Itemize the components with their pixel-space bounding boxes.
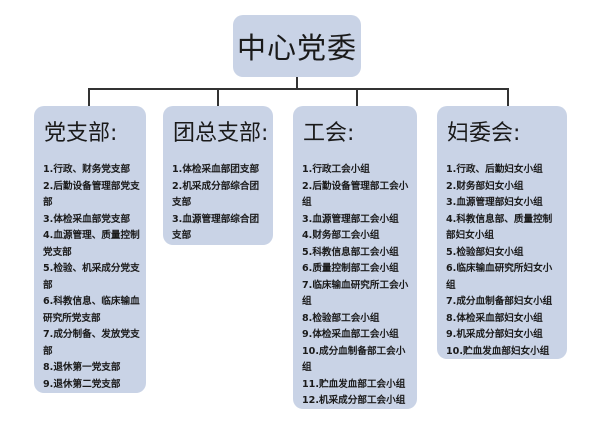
root-node: 中心党委 [233, 15, 361, 77]
list-item: 10.贮血发血部妇女小组 [446, 345, 550, 357]
branch-union: 工会: 1.行政工会小组 2.后勤设备管理部工会小组 3.血源管理部工会小组 4… [293, 106, 417, 409]
stem-women [507, 88, 509, 108]
stem-party [88, 88, 90, 108]
list-item: 1.行政、后勤妇女小组 [446, 164, 543, 175]
list-item: 8.退休第一党支部 [43, 362, 121, 373]
branch-title: 妇委会: [447, 121, 521, 146]
list-item: 6.质量控制部工会小组 [302, 263, 399, 274]
stem-youth [217, 88, 219, 108]
list-item: 2.财务部妇女小组 [446, 180, 524, 192]
branch-women-committee: 妇委会: 1.行政、后勤妇女小组 2.财务部妇女小组 3.血源管理部妇女小组 4… [437, 106, 567, 359]
branch-title: 党支部: [44, 121, 118, 146]
list-item: 9.退休第二党支部 [43, 378, 121, 390]
branch-title: 工会: [303, 121, 355, 146]
list-item: 8.体检采血部妇女小组 [446, 312, 543, 324]
item-list: 1.体检采血部团支部 2.机采成分部综合团支部 3.血源管理部综合团支部 [172, 162, 267, 245]
list-item: 4.科教信息部、质量控制部妇女小组 [446, 213, 553, 242]
list-item: 2.后勤设备管理部党支部 [43, 180, 140, 209]
list-item: 9.机采成分部妇女小组 [446, 329, 543, 340]
list-item: 7.成分血制备部妇女小组 [446, 296, 553, 307]
list-item: 7.成分制备、发放党支部 [43, 329, 140, 357]
root-label: 中心党委 [236, 31, 357, 65]
list-item: 3.血源管理部妇女小组 [446, 197, 543, 208]
list-item: 7.临床输血研究所工会小组 [302, 279, 409, 308]
list-item: 1.行政工会小组 [302, 164, 370, 175]
list-item: 1.行政、财务党支部 [43, 164, 131, 175]
list-item: 2.后勤设备管理部工会小组 [302, 180, 409, 209]
list-item: 6.科教信息、临床输血研究所党支部 [43, 296, 140, 324]
stem-union [356, 88, 358, 108]
list-item: 9.体检采血部工会小组 [302, 329, 399, 340]
horizontal-bus [88, 88, 508, 90]
list-item: 11.贮血发血部工会小组 [302, 378, 406, 390]
list-item: 2.机采成分部综合团支部 [172, 180, 260, 209]
list-item: 3.血源管理部工会小组 [302, 213, 399, 225]
branch-youth-league: 团总支部: 1.体检采血部团支部 2.机采成分部综合团支部 3.血源管理部综合团… [163, 106, 273, 245]
item-list: 1.行政、财务党支部 2.后勤设备管理部党支部 3.体检采血部党支部 4.血源管… [43, 162, 140, 393]
list-item: 3.血源管理部综合团支部 [172, 213, 260, 242]
list-item: 5.科教信息部工会小组 [302, 246, 399, 258]
list-item: 6.临床输血研究所妇女小组 [446, 263, 553, 291]
list-item: 4.财务部工会小组 [302, 230, 380, 241]
list-item: 8.检验部工会小组 [302, 312, 380, 324]
item-list: 1.行政、后勤妇女小组 2.财务部妇女小组 3.血源管理部妇女小组 4.科教信息… [446, 162, 561, 360]
list-item: 10.成分血制备部工会小组 [302, 345, 406, 374]
list-item: 5.检验部妇女小组 [446, 246, 524, 258]
branch-title: 团总支部: [173, 121, 269, 146]
list-item: 3.体检采血部党支部 [43, 213, 131, 225]
list-item: 1.体检采血部团支部 [172, 164, 260, 175]
list-item: 5.检验、机采成分党支部 [43, 263, 140, 291]
item-list: 1.行政工会小组 2.后勤设备管理部工会小组 3.血源管理部工会小组 4.财务部… [302, 162, 411, 410]
list-item: 12.机采成分部工会小组 [302, 395, 406, 406]
list-item: 4.血源管理、质量控制党支部 [43, 230, 140, 258]
root-stem [296, 77, 298, 89]
branch-party: 党支部: 1.行政、财务党支部 2.后勤设备管理部党支部 3.体检采血部党支部 … [34, 106, 146, 393]
